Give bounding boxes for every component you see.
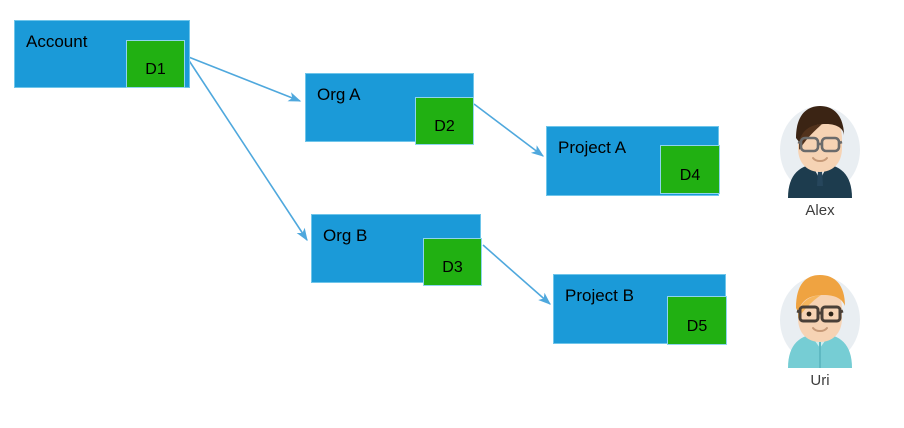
badge-d1-label: D1 [145,61,166,78]
badge-d3[interactable]: D3 [423,238,482,286]
badge-d4[interactable]: D4 [660,145,720,194]
badge-d5[interactable]: D5 [667,296,727,345]
avatar-alex-icon [780,106,860,198]
badge-d5-label: D5 [686,317,708,335]
node-project-a-label: Project A [558,138,627,157]
node-org-a-label: Org A [317,85,361,104]
edge-account-to-org-a [185,55,302,102]
edge-org-a-to-project-a [473,103,545,157]
badge-d2[interactable]: D2 [415,97,474,145]
edge-account-to-org-b [185,55,308,242]
person-uri-name: Uri [810,372,830,389]
badge-d1[interactable]: D1 [126,40,185,88]
badge-d2-label: D2 [434,118,455,135]
person-uri[interactable]: Uri [768,264,872,389]
node-account-label: Account [26,32,88,51]
node-org-b-label: Org B [323,226,368,245]
badge-d3-label: D3 [442,259,463,276]
person-alex[interactable]: Alex [768,94,872,219]
node-project-b-label: Project B [565,286,634,305]
badge-d4-label: D4 [679,166,701,184]
person-alex-name: Alex [805,202,835,219]
avatar-uri-icon [780,275,860,368]
edge-org-b-to-project-b [482,244,551,305]
